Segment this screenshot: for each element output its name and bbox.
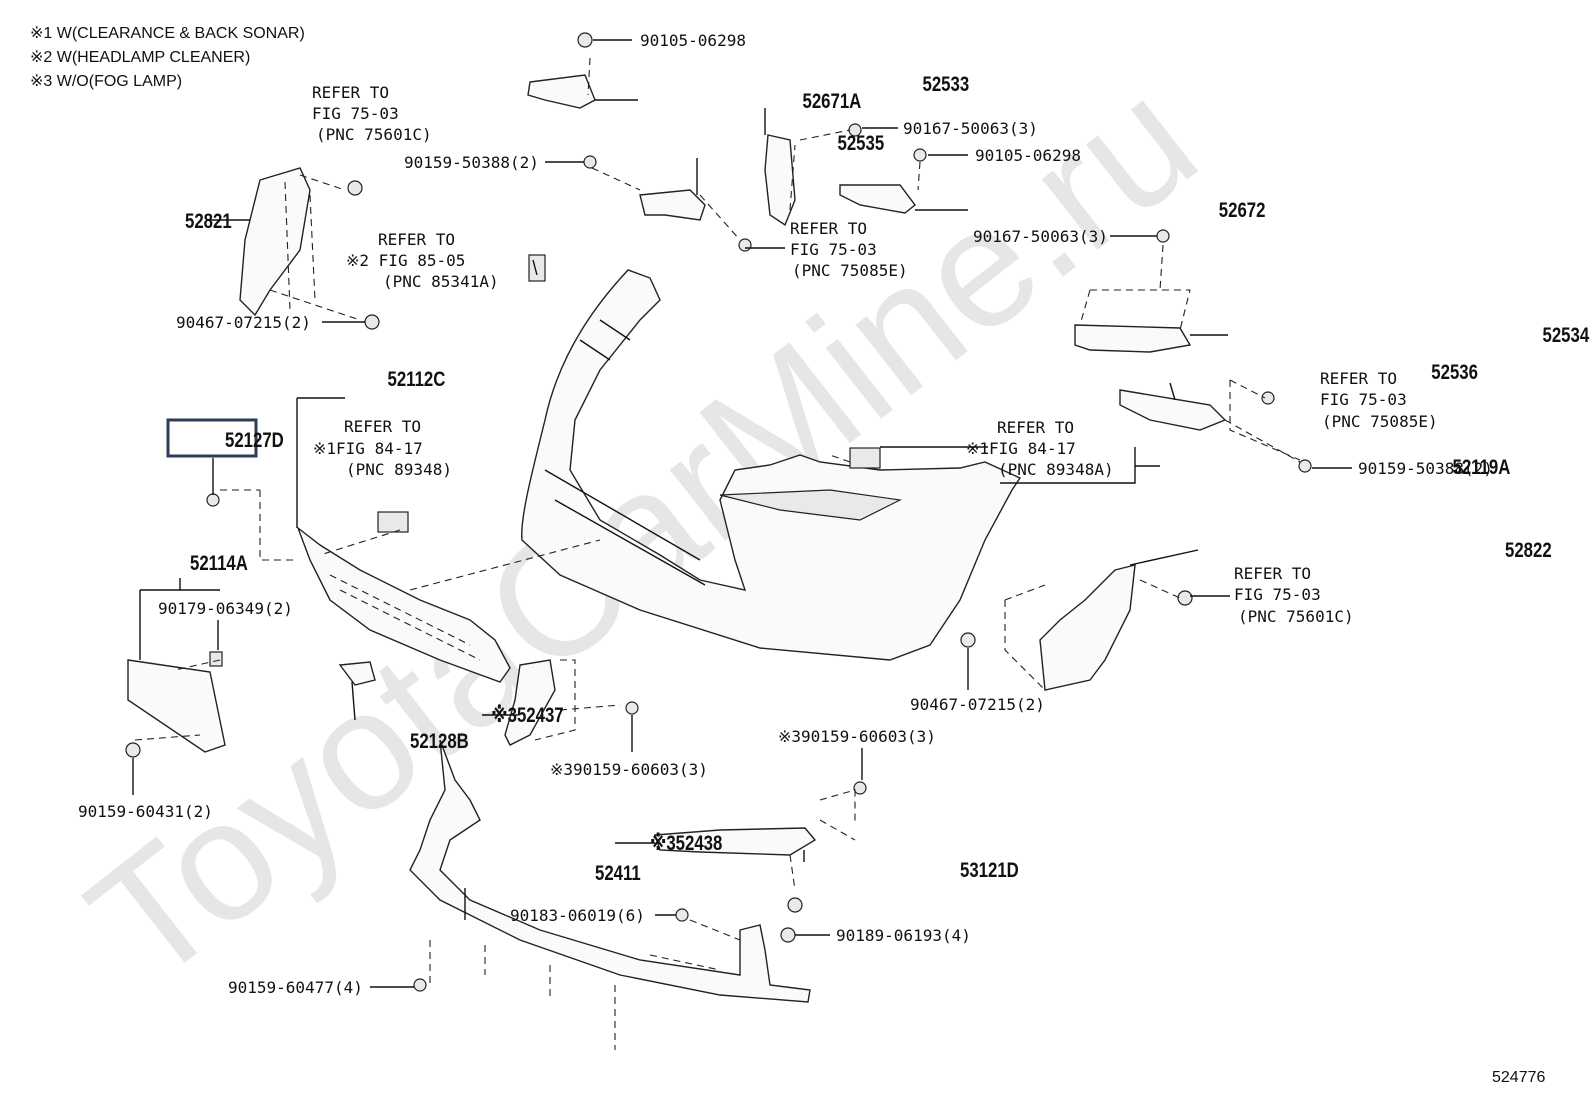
callout-90189-06193[interactable]: 90189-06193(4) — [836, 926, 971, 945]
note-1: ※1 W(CLEARANCE & BACK SONAR) — [30, 25, 305, 42]
bumper-cover-detail — [544, 319, 706, 586]
refer-block-89348A[interactable]: REFER TO ※1FIG 84-17 (PNC 89348A) — [966, 418, 1114, 479]
bracket-52534-shape — [1074, 324, 1192, 353]
callout-90159-60477[interactable]: 90159-60477(4) — [228, 978, 363, 997]
callout-90105-06298-right[interactable]: 90105-06298 — [975, 146, 1081, 165]
highlight-box-52127D — [166, 418, 258, 458]
callout-90159-50388-top[interactable]: 90159-50388(2) — [404, 153, 539, 172]
refer-line: (PNC 89348A) — [998, 460, 1114, 479]
bracket-52533-shape — [764, 134, 796, 227]
bracket-52536-shape — [1119, 389, 1227, 431]
callout-52672[interactable]: 52672 — [1219, 199, 1266, 222]
refer-line: (PNC 75601C) — [1238, 607, 1354, 626]
callout-52411[interactable]: 52411 — [595, 862, 641, 885]
refer-block-75085E-right[interactable]: REFER TO FIG 75-03 (PNC 75085E) — [1320, 369, 1438, 431]
callout-90159-60603-lower[interactable]: ※390159-60603(3) — [550, 760, 708, 779]
refer-line: REFER TO — [790, 219, 867, 238]
callout-52438[interactable]: ※352438 — [650, 832, 722, 855]
note-3: ※3 W/O(FOG LAMP) — [30, 73, 182, 90]
callout-90159-50388-right[interactable]: 90159-50388(2) — [1358, 459, 1493, 478]
lower-grille-shape — [296, 525, 511, 683]
callout-52437[interactable]: ※352437 — [491, 704, 563, 727]
callout-90159-60603-upper[interactable]: ※390159-60603(3) — [778, 727, 936, 746]
refer-block-75085E-center[interactable]: REFER TO FIG 75-03 (PNC 75085E) — [790, 219, 908, 280]
figure-number: 524776 — [1492, 1069, 1545, 1086]
refer-block-75601C-left[interactable]: REFER TO FIG 75-03 (PNC 75601C) — [312, 83, 432, 144]
refer-line: (PNC 75085E) — [1322, 412, 1438, 431]
refer-line: (PNC 89348) — [346, 460, 452, 479]
refer-line: (PNC 75085E) — [792, 261, 908, 280]
refer-block-85341A[interactable]: REFER TO ※2 FIG 85-05 (PNC 85341A) — [346, 230, 499, 291]
leader-lines — [132, 39, 1352, 988]
bracket-52822-shape — [1039, 564, 1136, 691]
callout-90167-50063-top[interactable]: 90167-50063(3) — [903, 119, 1038, 138]
bracket-52535-shape — [639, 189, 706, 221]
refer-line: FIG 75-03 — [790, 240, 877, 259]
callout-52536[interactable]: 52536 — [1431, 361, 1478, 384]
bumper-fog-opening — [719, 489, 902, 521]
callout-52822[interactable]: 52822 — [1505, 539, 1552, 562]
callout-90167-50063-mid[interactable]: 90167-50063(3) — [973, 227, 1108, 246]
refer-line: (PNC 75601C) — [316, 125, 432, 144]
callout-52127D[interactable]: 52127D — [225, 429, 284, 452]
assembly-lines — [134, 57, 1301, 1050]
callout-90179-06349[interactable]: 90179-06349(2) — [158, 599, 293, 618]
refer-block-75601C-right[interactable]: REFER TO FIG 75-03 (PNC 75601C) — [1234, 564, 1354, 626]
callout-90159-60431[interactable]: 90159-60431(2) — [78, 802, 213, 821]
bumper-cover-shape — [521, 269, 1022, 661]
refer-line: FIG 75-03 — [312, 104, 399, 123]
callout-90183-06019[interactable]: 90183-06019(6) — [510, 906, 645, 925]
refer-line: (PNC 85341A) — [383, 272, 499, 291]
note-2: ※2 W(HEADLAMP CLEANER) — [30, 49, 250, 66]
callout-52533[interactable]: 52533 — [923, 73, 970, 96]
callout-52119A[interactable]: 52119A — [1453, 456, 1511, 479]
refer-line: REFER TO — [378, 230, 455, 249]
refer-line: REFER TO — [1320, 369, 1397, 388]
callout-52114A[interactable]: 52114A — [190, 552, 248, 575]
refer-line: ※2 FIG 85-05 — [346, 251, 465, 270]
callout-90105-06298-top[interactable]: 90105-06298 — [640, 31, 746, 50]
refer-line: ※1FIG 84-17 — [313, 439, 423, 458]
refer-line: ※1FIG 84-17 — [966, 439, 1076, 458]
refer-line: REFER TO — [312, 83, 389, 102]
refer-line: FIG 75-03 — [1234, 585, 1321, 604]
seal-52128B-shape — [338, 661, 376, 686]
grille-pattern — [329, 574, 481, 661]
callout-52821[interactable]: 52821 — [185, 210, 232, 233]
callout-53121D[interactable]: 53121D — [960, 859, 1019, 882]
callout-90467-07215-right[interactable]: 90467-07215(2) — [910, 695, 1045, 714]
refer-block-89348[interactable]: REFER TO ※1FIG 84-17 (PNC 89348) — [313, 417, 452, 479]
callout-52535[interactable]: 52535 — [838, 132, 885, 155]
lower-spoiler-shape — [409, 739, 811, 1003]
stay-52672-shape — [839, 184, 916, 214]
callout-52534[interactable]: 52534 — [1543, 324, 1590, 347]
callout-90467-07215-left[interactable]: 90467-07215(2) — [176, 313, 311, 332]
fog-cover-52438-shape — [654, 827, 817, 856]
stay-52671A-shape — [527, 74, 596, 109]
callout-52112C[interactable]: 52112C — [388, 368, 446, 391]
license-bracket-shape — [127, 659, 226, 753]
refer-line: REFER TO — [997, 418, 1074, 437]
fog-cover-52437-shape — [504, 659, 556, 746]
refer-line: REFER TO — [1234, 564, 1311, 583]
bracket-52821-shape — [239, 167, 311, 317]
refer-line: FIG 75-03 — [1320, 390, 1407, 409]
callout-52128B[interactable]: 52128B — [410, 730, 469, 753]
callout-52671A[interactable]: 52671A — [803, 90, 862, 113]
watermark: ToyotaCarMine.ru — [56, 43, 1230, 1019]
refer-line: REFER TO — [344, 417, 421, 436]
